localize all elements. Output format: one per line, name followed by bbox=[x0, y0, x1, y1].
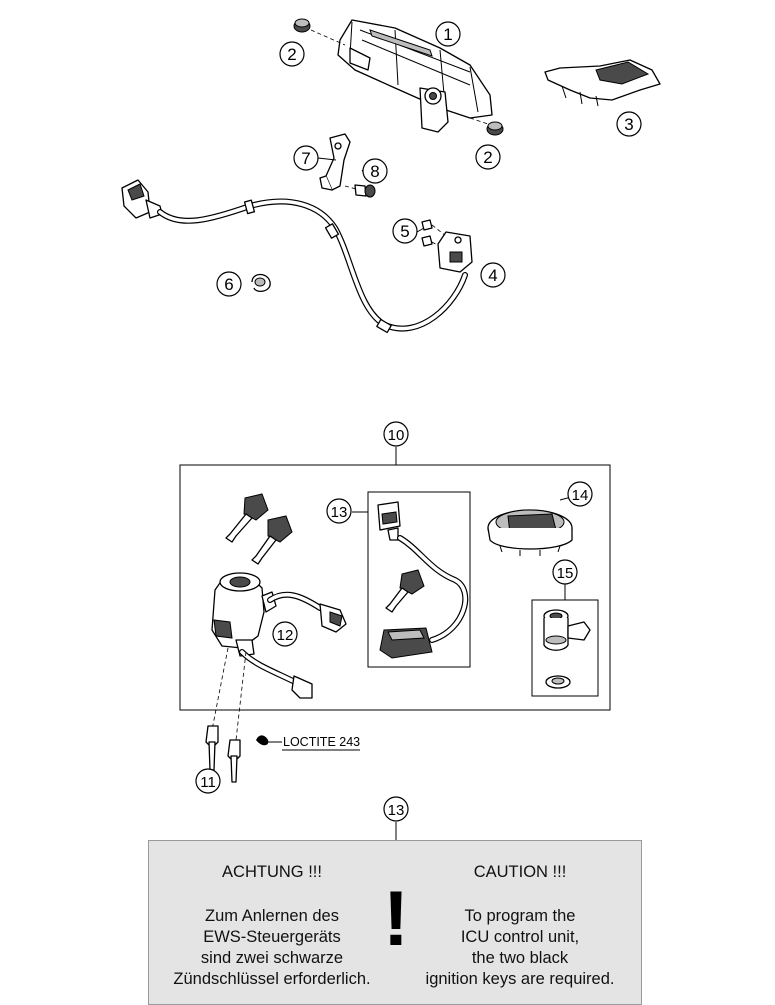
immobilizer-key-part bbox=[385, 569, 425, 613]
ignition-lock-cable-part bbox=[239, 591, 347, 699]
lock-cylinder-part bbox=[543, 609, 591, 651]
cable-clip-part bbox=[251, 273, 271, 293]
exclamation-icon: ! bbox=[383, 874, 409, 962]
cover-part bbox=[544, 59, 661, 107]
immobilizer-frame bbox=[367, 491, 471, 668]
warning-german-heading: ACHTUNG !!! bbox=[222, 863, 322, 881]
callout-1: 1 bbox=[435, 21, 461, 47]
sensor-holder-part bbox=[437, 231, 473, 273]
callout-4: 4 bbox=[480, 262, 506, 288]
warning-box: ACHTUNG !!! Zum Anlernen des EWS-Steuerg… bbox=[148, 840, 642, 1005]
ignition-key-part bbox=[225, 493, 293, 565]
loctite-drop-icon bbox=[256, 735, 282, 746]
instrument-cluster-part bbox=[337, 19, 493, 133]
immobilizer-connector-part bbox=[377, 501, 401, 541]
screw-pair-part bbox=[421, 219, 447, 251]
callout-13-warning: 13 bbox=[383, 796, 409, 822]
screw-part bbox=[344, 184, 376, 198]
svg-text:6: 6 bbox=[224, 275, 233, 294]
callout-10: 10 bbox=[383, 421, 409, 447]
grommet-part bbox=[293, 18, 504, 136]
callout-7: 7 bbox=[293, 145, 319, 171]
svg-text:13: 13 bbox=[331, 504, 348, 521]
warning-german-line: Zum Anlernen des bbox=[205, 907, 339, 925]
svg-text:12: 12 bbox=[277, 627, 294, 644]
sensor-cable-part bbox=[121, 179, 468, 334]
svg-text:3: 3 bbox=[624, 115, 633, 134]
callout-5: 5 bbox=[392, 218, 418, 244]
lock-nut-part bbox=[545, 675, 571, 689]
lock-set-group-frame bbox=[179, 464, 611, 711]
svg-text:1: 1 bbox=[443, 25, 452, 44]
callout-14: 14 bbox=[567, 481, 593, 507]
svg-text:8: 8 bbox=[370, 162, 379, 181]
svg-text:13: 13 bbox=[388, 802, 405, 819]
callout-2-right: 2 bbox=[475, 144, 501, 170]
warning-english-heading: CAUTION !!! bbox=[473, 863, 567, 881]
svg-text:10: 10 bbox=[388, 427, 405, 444]
svg-text:15: 15 bbox=[557, 565, 574, 582]
callout-8: 8 bbox=[362, 158, 388, 184]
svg-text:2: 2 bbox=[483, 148, 492, 167]
warning-german-line: sind zwei schwarze bbox=[200, 949, 344, 967]
warning-english-line: ICU control unit, bbox=[460, 928, 580, 946]
warning-english-line: the two black bbox=[471, 949, 569, 967]
svg-text:4: 4 bbox=[488, 266, 497, 285]
fuel-cap-part bbox=[487, 509, 573, 556]
svg-text:11: 11 bbox=[200, 774, 216, 791]
callout-6: 6 bbox=[216, 271, 242, 297]
callout-15: 15 bbox=[552, 559, 578, 585]
immobilizer-unit-part bbox=[379, 627, 433, 659]
bracket-part bbox=[319, 133, 351, 191]
warning-german-text: Zum Anlernen des EWS-Steuergeräts sind z… bbox=[157, 906, 387, 990]
svg-text:14: 14 bbox=[572, 487, 589, 504]
warning-german-line: EWS-Steuergeräts bbox=[203, 928, 341, 946]
warning-english-text: To program the ICU control unit, the two… bbox=[405, 906, 635, 990]
immobilizer-cable-part bbox=[397, 535, 469, 643]
svg-text:7: 7 bbox=[301, 149, 310, 168]
callout-3: 3 bbox=[616, 111, 642, 137]
svg-text:5: 5 bbox=[400, 222, 409, 241]
callout-2-top: 2 bbox=[279, 41, 305, 67]
callout-12: 12 bbox=[272, 621, 298, 647]
ignition-lock-part bbox=[211, 572, 277, 657]
callout-11: 11 bbox=[195, 768, 221, 794]
warning-english-line: To program the bbox=[464, 907, 576, 925]
callout-13-box: 13 bbox=[326, 498, 352, 524]
warning-german-line: Zündschlüssel erforderlich. bbox=[173, 970, 371, 988]
loctite-label: LOCTITE 243 bbox=[283, 735, 361, 749]
svg-text:2: 2 bbox=[287, 45, 296, 64]
mounting-screw-part bbox=[205, 647, 247, 783]
warning-english-line: ignition keys are required. bbox=[425, 970, 615, 988]
